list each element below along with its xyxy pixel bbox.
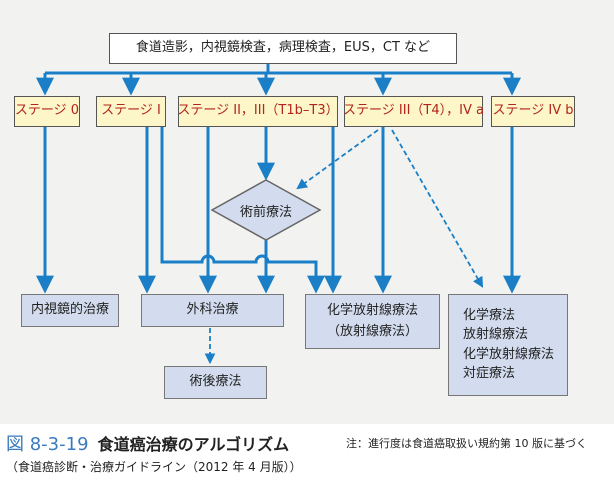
stage-3-4a-label: ステージ III（T4），IV a — [343, 103, 484, 119]
stage-4b-box: ステージ IV b — [491, 96, 575, 127]
stage4b-treatment-1: 化学療法 — [463, 308, 516, 323]
figure-note: 注：進行度は食道癌取扱い規約第 10 版に基づく — [346, 437, 587, 450]
stage-3-4a-box: ステージ III（T4），IV a — [343, 96, 484, 127]
caption-heading: 図 8-3-19 食道癌治療のアルゴリズム — [6, 430, 289, 456]
endoscopic-treatment-box: 内視鏡的治療 — [21, 294, 119, 327]
stage4b-treatment-4: 対症療法 — [463, 365, 516, 381]
stage4b-treatments-box: 化学療法 放射線療法 化学放射線療法 対症療法 — [448, 294, 568, 396]
dashed-stage3-stage4b-group — [391, 129, 484, 288]
stage4b-treatment-3: 化学放射線療法 — [463, 346, 555, 362]
neoadjuvant-label-wrap: 術前療法 — [226, 200, 306, 220]
flow-arrows — [36, 64, 521, 365]
stage-2-3-label: ステージ II，III（T1b–T3） — [177, 103, 339, 119]
stage-0-label: ステージ 0 — [14, 103, 80, 119]
figure-source: （食道癌診断・治療ガイドライン（2012 年 4 月版）） — [6, 460, 302, 474]
stage4b-treatment-2: 放射線療法 — [463, 327, 529, 343]
stage-4b-label: ステージ IV b — [492, 103, 574, 119]
figure-number: 図 8-3-19 — [6, 434, 89, 455]
arrow-stage3-surgery-route — [408, 127, 478, 280]
stage-0-box: ステージ 0 — [14, 96, 80, 127]
diagram-panel: 食道造影，内視鏡検査，病理検査，EUS，CT など ステージ 0 ステージ I … — [0, 0, 614, 424]
figure-title: 食道癌治療のアルゴリズム — [97, 435, 290, 454]
chemoradiation-line1: 化学放射線療法 — [326, 303, 418, 319]
diagnosis-text: 食道造影，内視鏡検査，病理検査，EUS，CT など — [135, 40, 431, 56]
chemoradiation-line2: （放射線療法） — [326, 323, 418, 339]
stage-2-3-box: ステージ II，III（T1b–T3） — [177, 96, 339, 127]
endoscopic-treatment-label: 内視鏡的治療 — [30, 302, 109, 318]
figure-caption: 図 8-3-19 食道癌治療のアルゴリズム 注：進行度は食道癌取扱い規約第 10… — [6, 430, 610, 482]
surgery-label: 外科治療 — [186, 302, 239, 318]
stage-1-label: ステージ I — [101, 103, 161, 119]
dashed-stage3-neoadjuvant — [296, 129, 379, 190]
chemoradiation-box: 化学放射線療法 （放射線療法） — [305, 294, 440, 349]
postoperative-box: 術後療法 — [164, 366, 267, 399]
stage-1-box: ステージ I — [96, 96, 166, 127]
neoadjuvant-label: 術前療法 — [239, 204, 292, 220]
neoadjuvant-diamond — [210, 179, 322, 241]
surgery-box: 外科治療 — [141, 294, 284, 327]
diagnosis-box: 食道造影，内視鏡検査，病理検査，EUS，CT など — [109, 33, 457, 64]
postoperative-label: 術後療法 — [189, 374, 242, 390]
